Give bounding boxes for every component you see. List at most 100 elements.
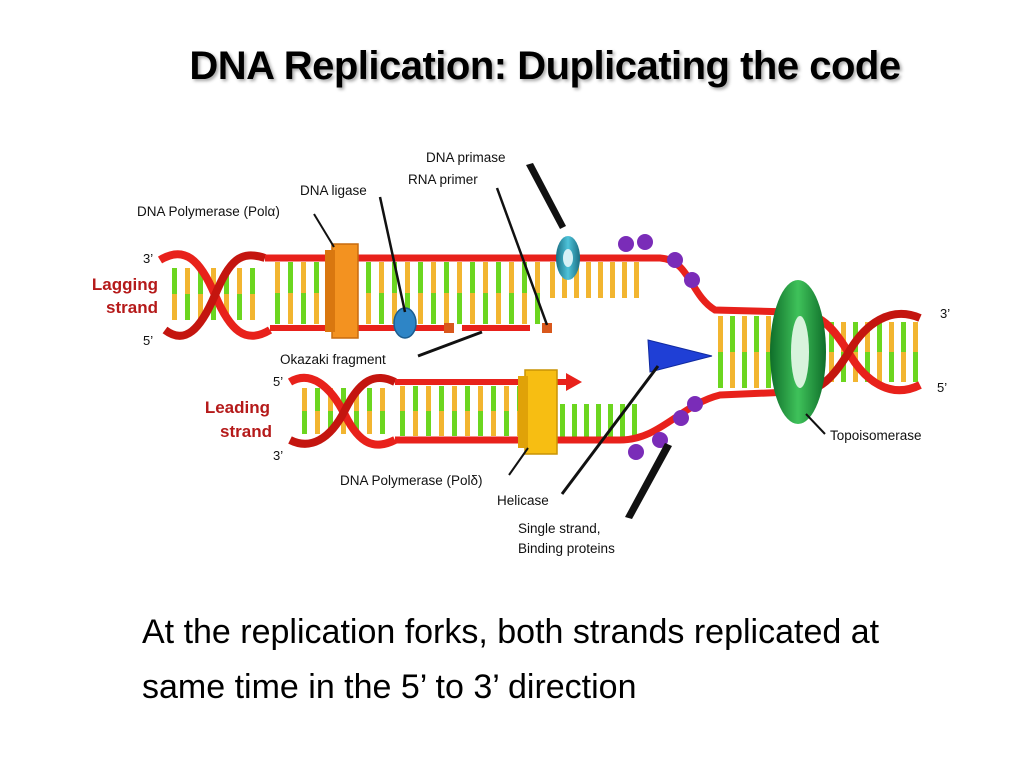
- label-dna-polymerase-alpha: DNA Polymerase (Polα): [137, 204, 280, 219]
- lagging-helix: [157, 250, 273, 340]
- base-pair: [452, 411, 457, 436]
- base-pair: [478, 386, 483, 411]
- base-pair: [496, 262, 501, 293]
- leading-template-backbone: [395, 388, 791, 444]
- base-pair: [889, 322, 894, 352]
- end-leading-bottom: 3’: [273, 448, 283, 463]
- base-pair: [328, 411, 333, 434]
- base-pair: [413, 386, 418, 411]
- base-pair: [574, 262, 579, 298]
- base-pair: [250, 294, 255, 320]
- label-lagging-line1: Lagging: [92, 275, 158, 294]
- base-pair: [172, 294, 177, 320]
- base-pair: [483, 293, 488, 324]
- base-pair: [367, 388, 372, 411]
- base-pair: [405, 262, 410, 293]
- base-pair: [431, 293, 436, 324]
- base-pair: [418, 293, 423, 324]
- base-pair: [496, 293, 501, 324]
- base-pair: [766, 316, 771, 352]
- base-pair: [522, 262, 527, 293]
- end-right-bottom: 5’: [937, 380, 947, 395]
- dna-polymerase-delta-icon: [518, 369, 558, 455]
- base-pair: [889, 352, 894, 382]
- leading-direction-arrow: [566, 373, 582, 391]
- label-lagging-line2: strand: [106, 298, 158, 317]
- base-pair: [742, 352, 747, 388]
- base-pair: [718, 352, 723, 388]
- base-pair: [535, 262, 540, 293]
- end-right-top: 3’: [940, 306, 950, 321]
- base-pair: [413, 411, 418, 436]
- base-pair: [211, 268, 216, 294]
- base-pair: [275, 262, 280, 293]
- base-pair: [315, 411, 320, 434]
- caption-text: At the replication forks, both strands r…: [142, 613, 880, 706]
- label-leading-line1: Leading: [205, 398, 270, 417]
- base-pair: [465, 411, 470, 436]
- base-pair: [354, 388, 359, 411]
- base-pair: [504, 411, 509, 436]
- base-pair: [730, 316, 735, 352]
- base-pair: [185, 268, 190, 294]
- base-pair: [829, 322, 834, 352]
- base-pair: [730, 352, 735, 388]
- base-pair: [622, 262, 627, 298]
- base-pair: [841, 322, 846, 352]
- base-pair: [431, 262, 436, 293]
- base-pair: [250, 268, 255, 294]
- base-pair: [509, 262, 514, 293]
- base-pair: [301, 262, 306, 293]
- base-pair: [426, 411, 431, 436]
- base-pair: [491, 386, 496, 411]
- base-pair: [584, 404, 589, 438]
- base-pair: [400, 386, 405, 411]
- base-pair: [634, 262, 639, 298]
- base-pair: [742, 316, 747, 352]
- base-pair: [172, 268, 177, 294]
- base-pair: [367, 411, 372, 434]
- base-pair: [439, 411, 444, 436]
- label-rna-primer: RNA primer: [408, 172, 478, 187]
- base-pair: [366, 262, 371, 293]
- label-dna-primase: DNA primase: [426, 150, 506, 165]
- base-pair: [354, 411, 359, 434]
- base-pair: [301, 293, 306, 324]
- rna-primer-2: [542, 323, 552, 333]
- base-pair: [328, 388, 333, 411]
- label-dna-polymerase-delta: DNA Polymerase (Polδ): [340, 473, 483, 488]
- slide-title: DNA Replication: Duplicating the code: [189, 44, 901, 88]
- label-helicase: Helicase: [497, 493, 549, 508]
- base-pair: [366, 293, 371, 324]
- base-pair: [288, 262, 293, 293]
- base-pair: [302, 388, 307, 411]
- base-pair: [444, 293, 449, 324]
- pointer-lines: [313, 163, 826, 519]
- base-pair: [620, 404, 625, 438]
- topoisomerase-icon: [770, 280, 826, 424]
- base-pair: [392, 262, 397, 293]
- base-pair: [550, 262, 555, 298]
- base-pair: [314, 293, 319, 324]
- base-pair: [560, 404, 565, 438]
- base-pair: [598, 262, 603, 298]
- base-pair: [275, 293, 280, 324]
- ssb-proteins: [618, 234, 703, 460]
- label-ssb-line1: Single strand,: [518, 521, 601, 536]
- leading-helix: [287, 373, 397, 449]
- base-pair: [452, 386, 457, 411]
- base-pair: [865, 322, 870, 352]
- base-pair: [237, 294, 242, 320]
- label-okazaki-fragment: Okazaki fragment: [280, 352, 386, 367]
- base-pair: [632, 404, 637, 438]
- base-pair: [522, 293, 527, 324]
- base-pair: [509, 293, 514, 324]
- base-pair: [457, 262, 462, 293]
- base-pair: [400, 411, 405, 436]
- base-pair: [535, 293, 540, 324]
- base-pair: [901, 322, 906, 352]
- base-pair: [718, 316, 723, 352]
- base-pair: [465, 386, 470, 411]
- base-pair: [470, 262, 475, 293]
- base-pair: [754, 316, 759, 352]
